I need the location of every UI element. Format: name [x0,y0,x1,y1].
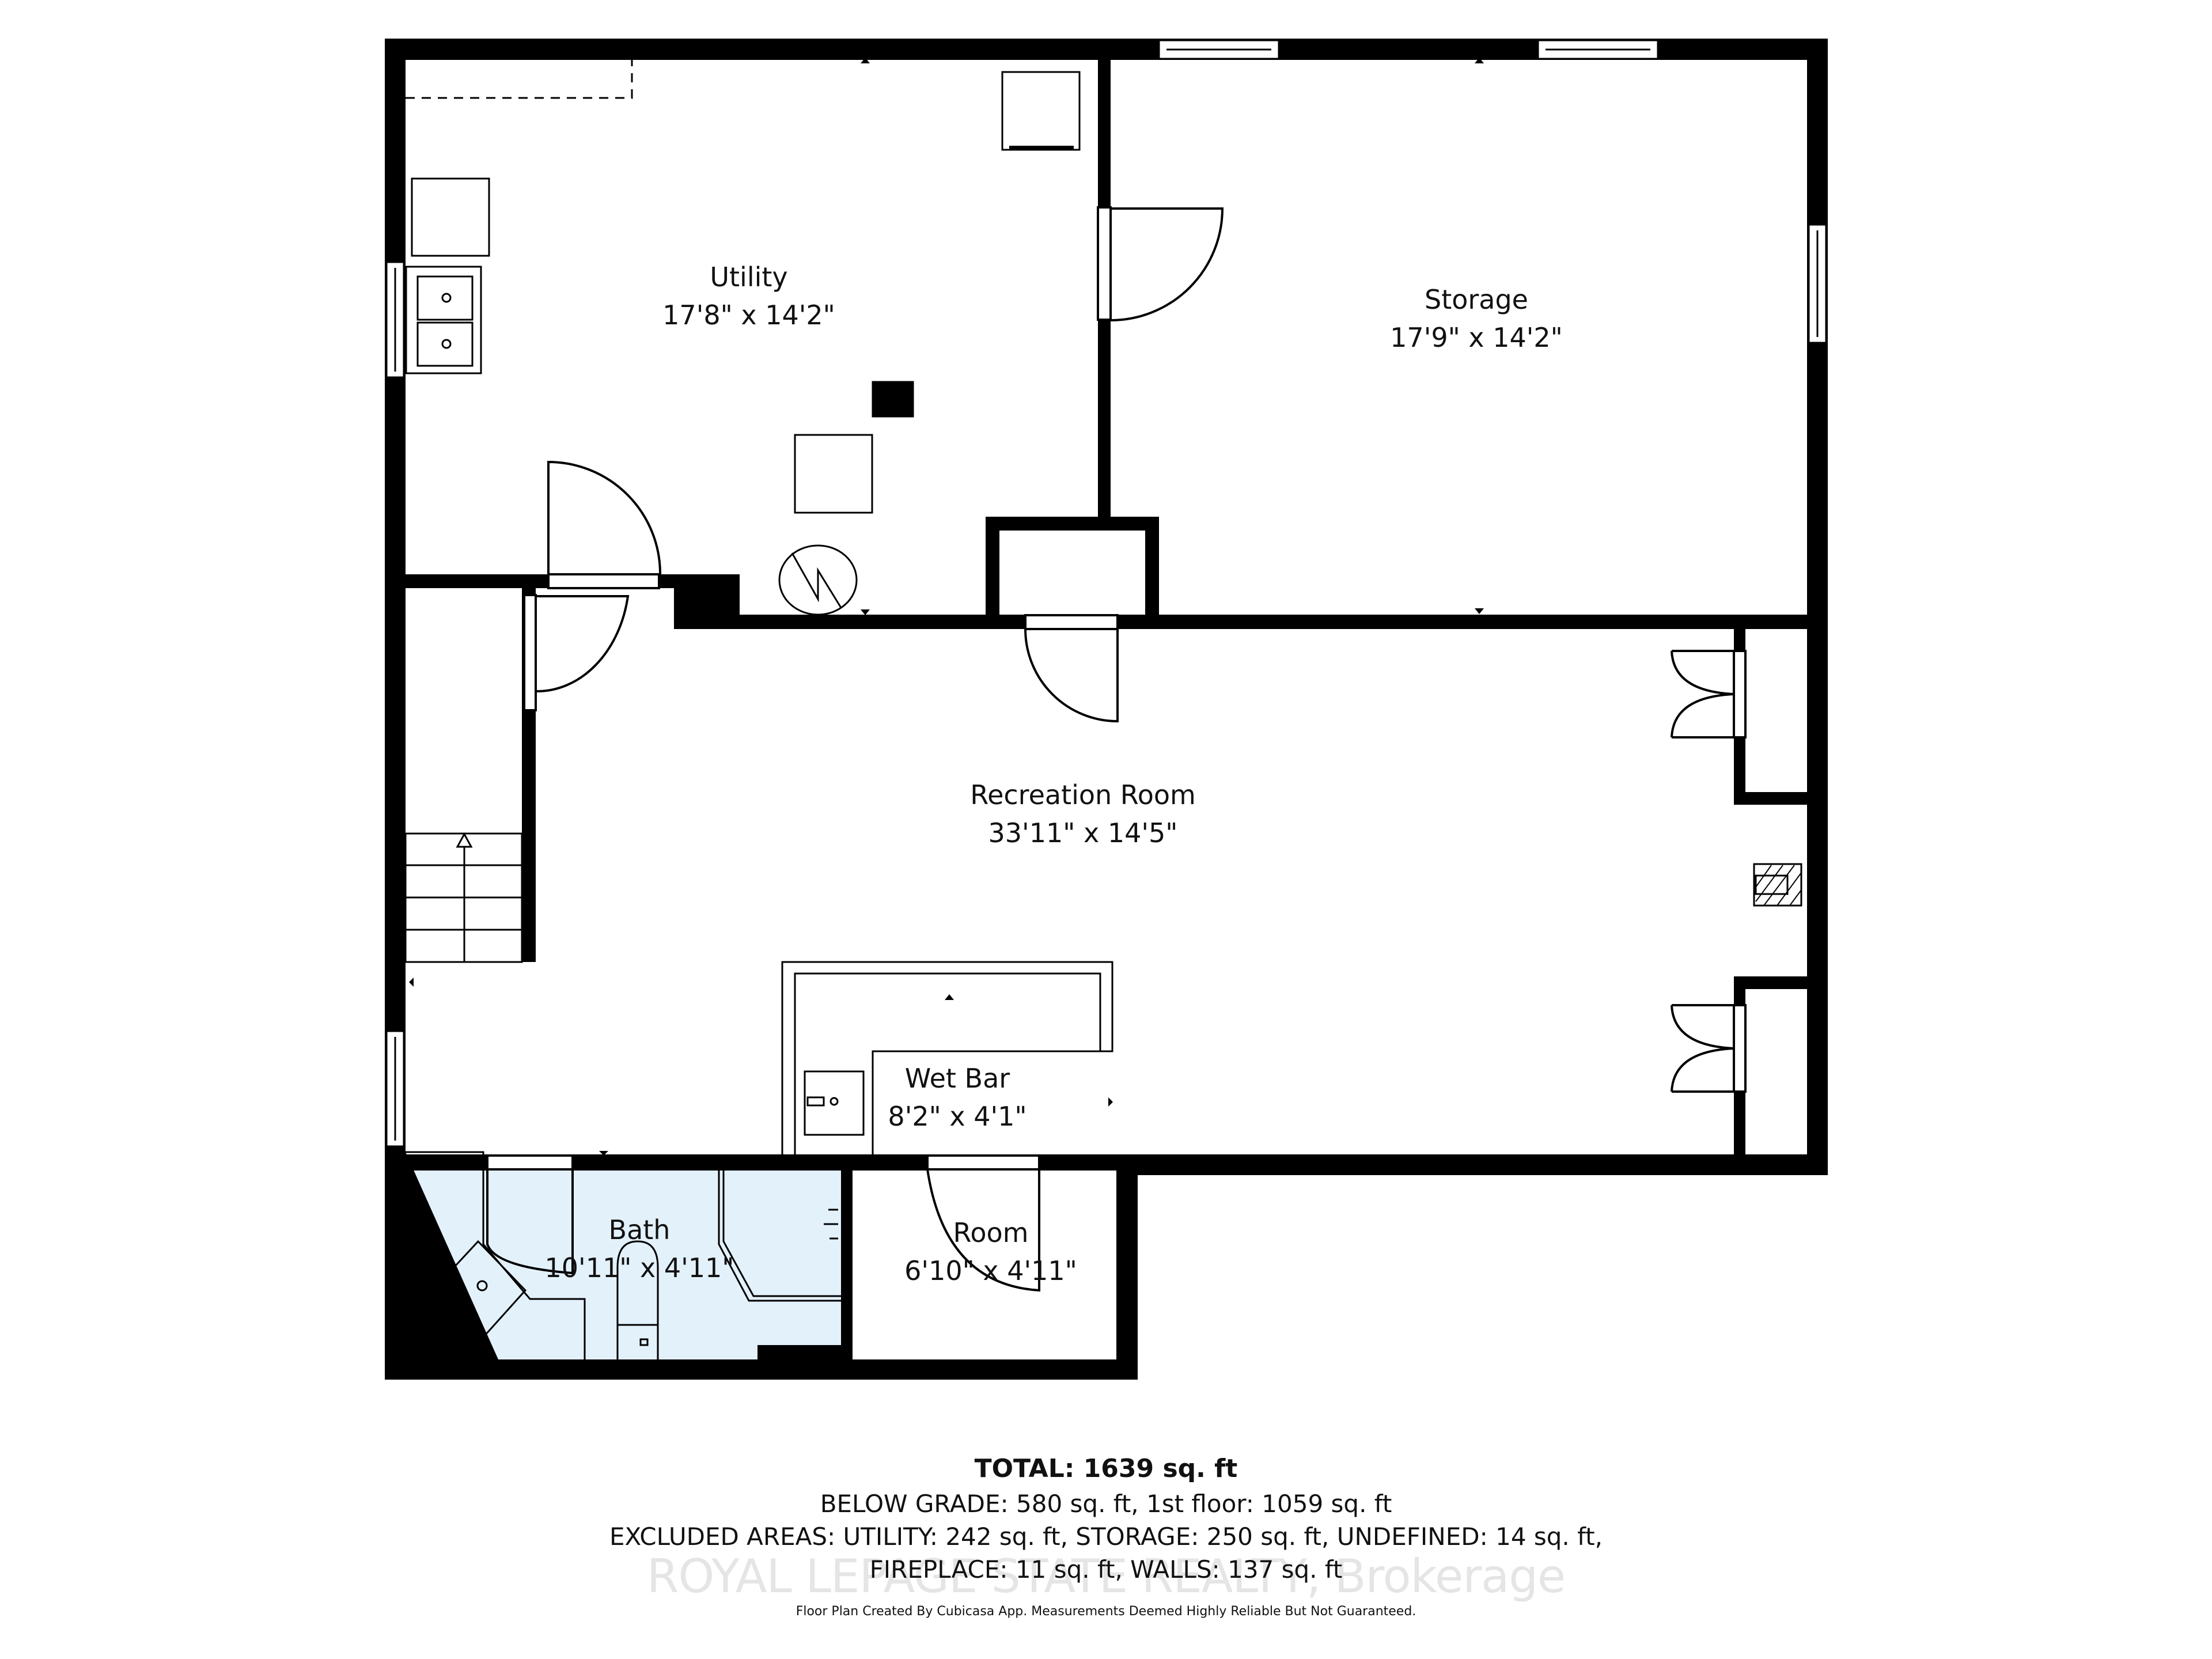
washer-icon [1001,71,1081,151]
room-label-bath: Bath 10'11" x 4'11" [545,1211,734,1287]
room-label-room: Room 6'10" x 4'11" [904,1214,1077,1290]
below-grade-area: BELOW GRADE: 580 sq. ft, 1st floor: 1059… [820,1490,1392,1518]
water-heater-icon [794,434,873,514]
wet-bar-counter [781,961,1113,1154]
doors [486,206,1747,1292]
staircase-icon [404,832,523,963]
excluded-areas-continued: FIREPLACE: 11 sq. ft, WALLS: 137 sq. ft [869,1555,1343,1584]
laundry-sink-icon [405,266,482,374]
room-name: Bath [608,1214,671,1245]
room-label-recreation: Recreation Room 33'11" x 14'5" [970,776,1196,852]
room-label-wet-bar: Wet Bar 8'2" x 4'1" [888,1059,1027,1135]
appliance-icon [411,177,490,257]
direction-markers [409,58,1484,1156]
room-name: Recreation Room [970,779,1196,810]
room-dimensions: 6'10" x 4'11" [904,1255,1077,1286]
shower-icon [406,1151,586,1359]
total-area: TOTAL: 1639 sq. ft [974,1454,1238,1483]
fixtures [404,60,1802,1359]
bar-sink-icon [804,1070,865,1136]
room-label-utility: Utility 17'8" x 14'2" [662,258,835,334]
windows [385,39,1827,1147]
room-label-storage: Storage 17'9" x 14'2" [1390,281,1563,357]
room-name: Utility [710,262,788,293]
room-name: Storage [1425,284,1528,315]
plan-credit: Floor Plan Created By Cubicasa App. Meas… [796,1604,1416,1619]
room-dimensions: 17'9" x 14'2" [1390,322,1563,353]
excluded-areas: EXCLUDED AREAS: UTILITY: 242 sq. ft, STO… [609,1522,1603,1551]
room-name: Room [953,1217,1029,1248]
room-name: Wet Bar [904,1063,1010,1094]
room-dimensions: 10'11" x 4'11" [544,1252,734,1283]
toilet-icon [616,1240,659,1359]
room-dimensions: 8'2" x 4'1" [888,1101,1027,1132]
fireplace-icon [1753,863,1802,907]
room-dimensions: 17'8" x 14'2" [662,300,835,331]
room-dimensions: 33'11" x 14'5" [988,817,1178,849]
column-icon [872,381,914,418]
furnace-icon [778,544,858,616]
bath-floor [406,1152,841,1359]
